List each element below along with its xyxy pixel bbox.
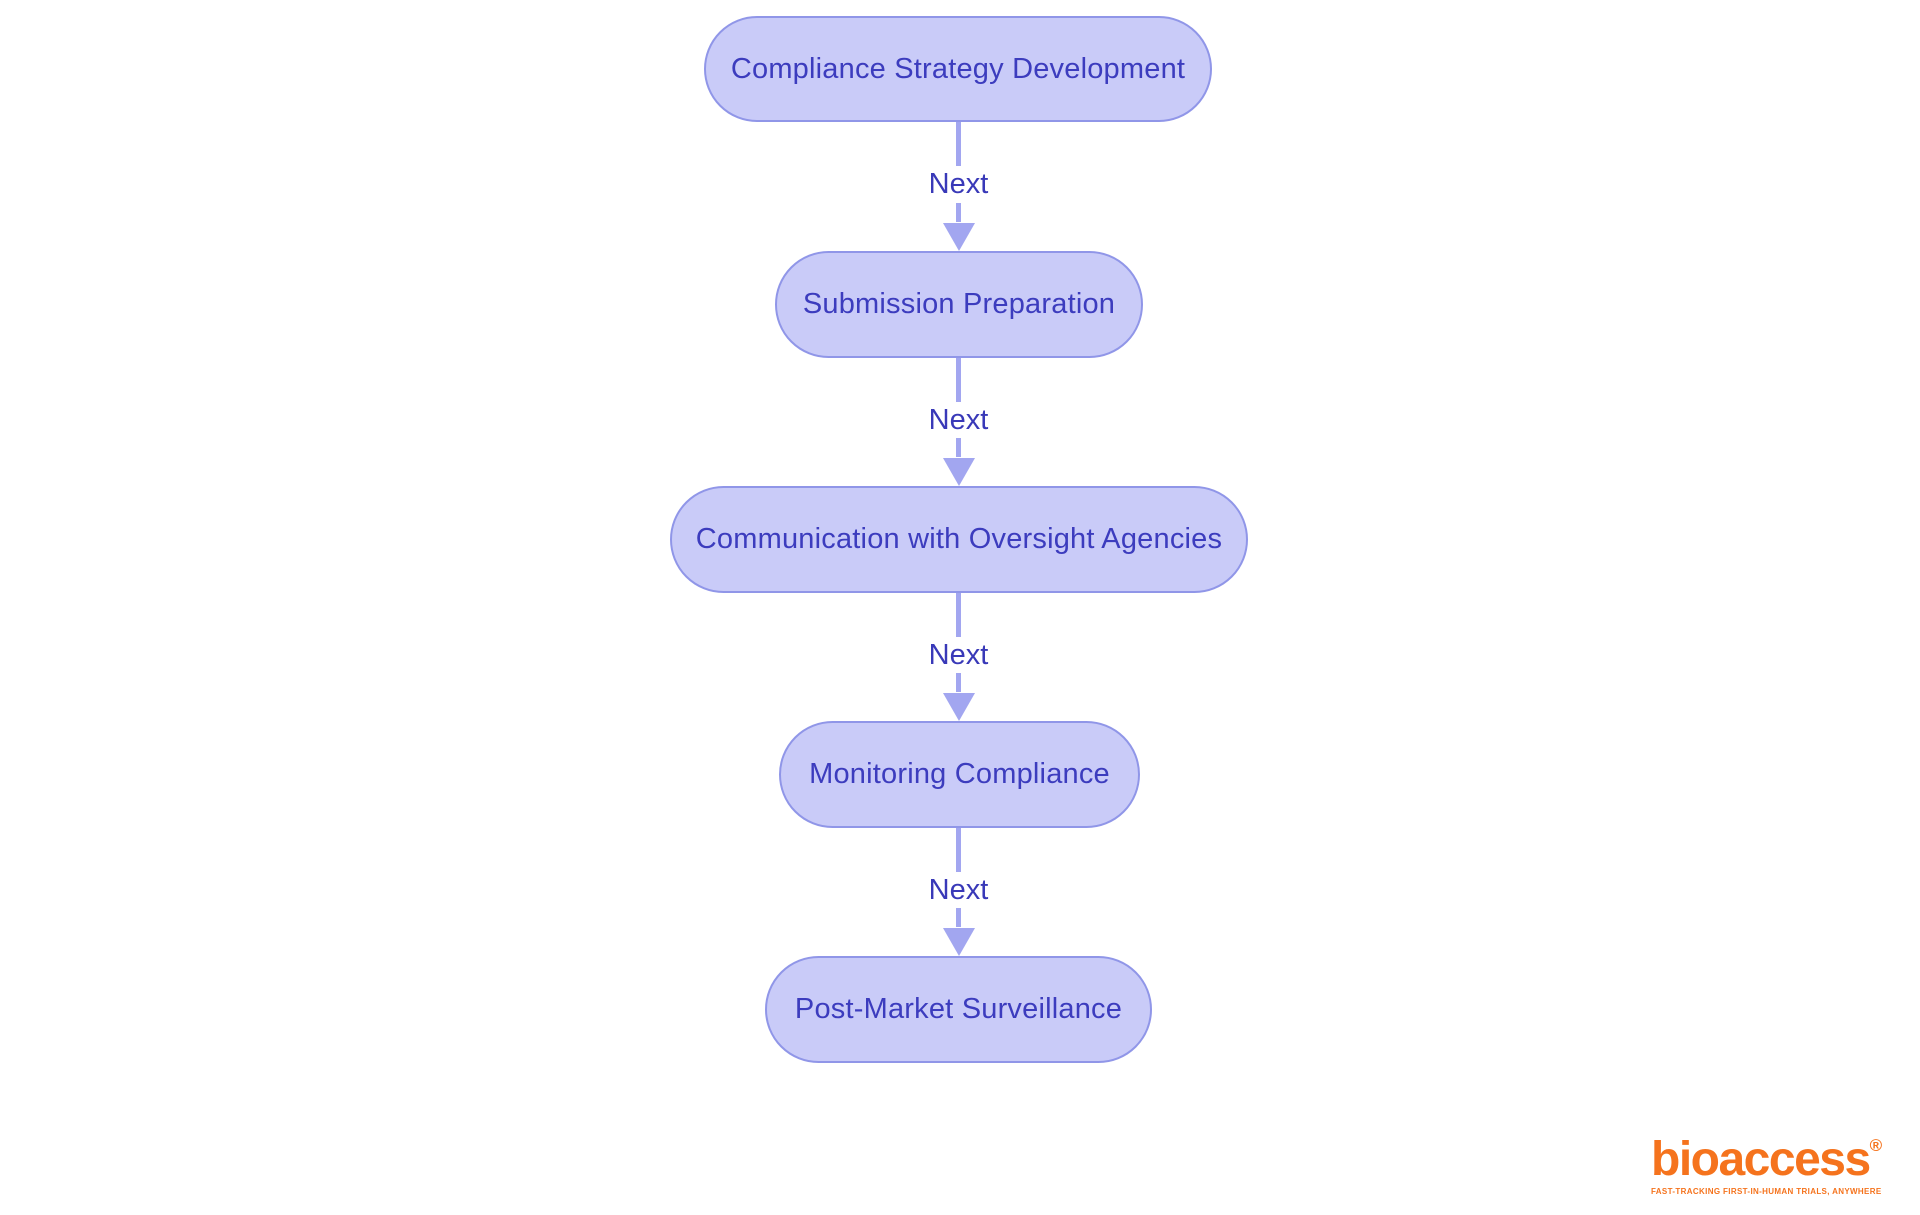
connector-2: Next: [908, 358, 1009, 486]
arrow-down-icon: [942, 222, 975, 251]
connector-line: [956, 202, 961, 222]
flow-node-label: Compliance Strategy Development: [730, 52, 1186, 85]
connector-line: [956, 673, 961, 692]
flow-node-label: Communication with Oversight Agencies: [695, 523, 1223, 555]
flow-node-label: Post-Market Surveillance: [794, 993, 1123, 1025]
flow-node-post-market-surveillance: Post-Market Surveillance: [765, 956, 1152, 1063]
bioaccess-tagline: FAST-TRACKING FIRST-IN-HUMAN TRIALS, ANY…: [1651, 1187, 1882, 1196]
flow-node-label: Submission Preparation: [802, 288, 1116, 320]
connector-1: Next: [908, 122, 1009, 251]
connector-line: [956, 593, 961, 637]
edge-label-next: Next: [928, 404, 989, 436]
arrow-down-icon: [942, 928, 975, 956]
connector-4: Next: [908, 828, 1009, 956]
flow-node-submission-preparation: Submission Preparation: [775, 251, 1143, 358]
connector-line: [956, 122, 961, 166]
arrow-down-icon: [942, 458, 975, 486]
flow-node-compliance-strategy-development: Compliance Strategy Development: [704, 16, 1212, 122]
connector-line: [956, 358, 961, 402]
edge-label-next: Next: [928, 639, 989, 671]
bioaccess-logo: bioaccess® FAST-TRACKING FIRST-IN-HUMAN …: [1651, 1122, 1883, 1197]
flow-node-label: Monitoring Compliance: [809, 758, 1110, 790]
flow-node-monitoring-compliance: Monitoring Compliance: [779, 721, 1140, 828]
registered-trademark-icon: ®: [1869, 1136, 1883, 1155]
arrow-down-icon: [942, 693, 975, 721]
bioaccess-logo-wordmark: bioaccess®: [1651, 1122, 1883, 1186]
connector-line: [956, 438, 961, 457]
bioaccess-logo-text: bioaccess: [1651, 1133, 1871, 1186]
connector-line: [956, 828, 961, 872]
connector-line: [956, 908, 961, 927]
connector-3: Next: [908, 593, 1009, 721]
edge-label-next: Next: [928, 168, 989, 201]
flow-node-communication-with-oversight-agencies: Communication with Oversight Agencies: [670, 486, 1248, 593]
edge-label-next: Next: [928, 874, 989, 906]
